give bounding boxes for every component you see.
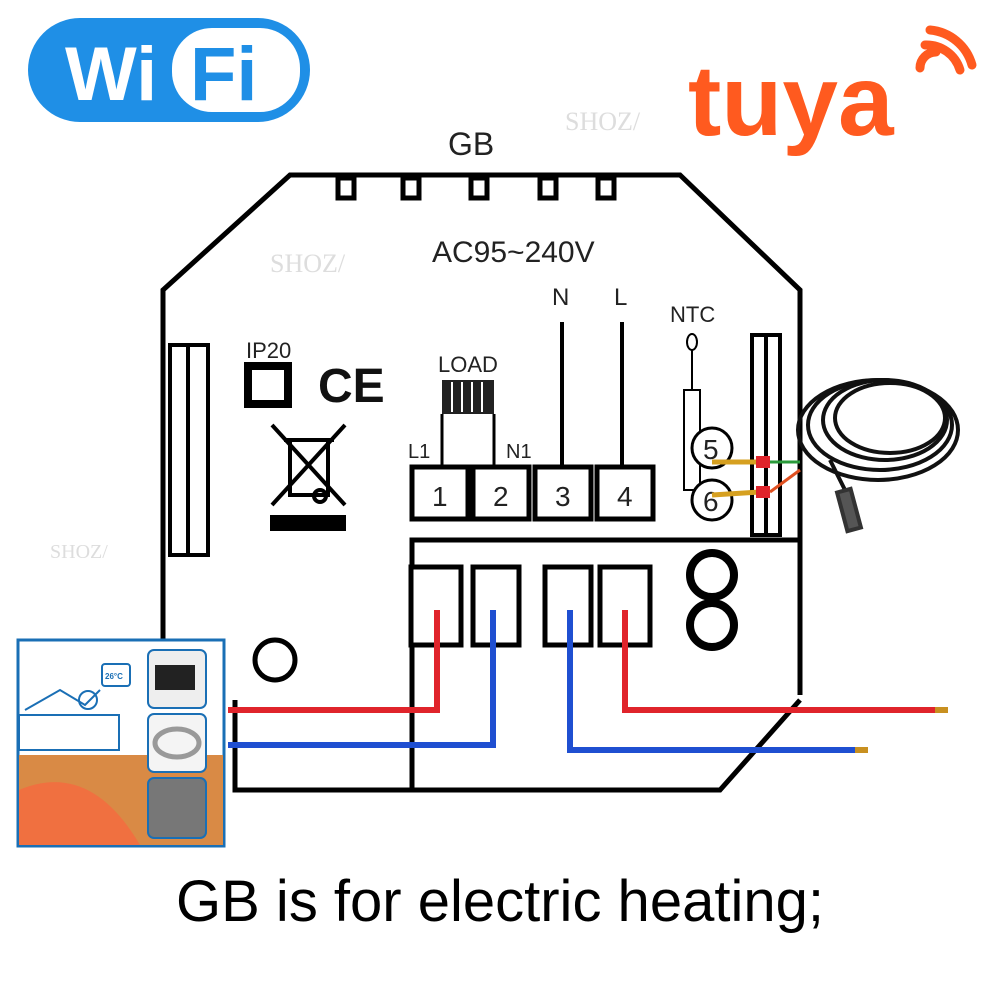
side-brackets	[168, 333, 782, 557]
caption: GB is for electric heating;	[176, 869, 824, 934]
wifi-logo-text-fi: Fi	[190, 32, 258, 117]
terminal-6-label: 6	[703, 486, 719, 517]
load-neutral-wire	[228, 610, 496, 748]
voltage-label: AC95~240V	[432, 236, 595, 269]
tuya-logo: tuya	[688, 25, 977, 157]
watermark: SHOZ/	[565, 107, 641, 136]
watermark: SHOZ/	[50, 541, 108, 563]
sensor-cable-coil	[796, 378, 960, 534]
sensor-terminal-6	[690, 478, 734, 522]
screw-hole-icon	[686, 549, 738, 601]
wifi-logo: Wi Fi	[28, 18, 310, 122]
gb-label: GB	[448, 126, 494, 162]
wifi-logo-text-wi: Wi	[65, 32, 157, 117]
sensor-terminal-5	[690, 426, 734, 470]
load-label: LOAD	[438, 352, 498, 377]
tuya-logo-text: tuya	[688, 45, 895, 157]
terminal-4-label: 4	[617, 481, 633, 512]
top-notches	[335, 175, 617, 201]
terminal-1-label: 1	[432, 481, 448, 512]
tuya-signal-icon	[915, 25, 977, 75]
n1-label: N1	[506, 441, 532, 463]
floor-heating-inset: 26°C	[16, 638, 226, 848]
l1-label: L1	[408, 441, 430, 463]
ce-mark: CE	[318, 360, 385, 413]
terminal-2-label: 2	[493, 481, 509, 512]
terminal-5-label: 5	[703, 434, 719, 465]
terminal-block	[409, 464, 656, 522]
watermark: SHOZ/	[270, 249, 346, 278]
supply-neutral-wire	[567, 610, 855, 753]
live-label: L	[614, 284, 627, 311]
power-wires	[228, 610, 948, 753]
load-coil-icon	[440, 380, 496, 468]
ntc-label: NTC	[670, 302, 715, 327]
ip-rating-label: IP20	[246, 338, 291, 363]
weee-bar-icon	[270, 515, 346, 531]
inset-thermostat-display: 26°C	[105, 672, 123, 681]
sensor-leads	[711, 456, 801, 498]
mount-hole-icon	[252, 637, 298, 683]
terminal-3-label: 3	[555, 481, 571, 512]
weee-bin-icon	[270, 423, 347, 507]
neutral-label: N	[552, 284, 569, 311]
supply-live-wire	[622, 610, 935, 713]
ntc-sensor-icon	[683, 333, 701, 491]
screw-hole-icon	[686, 599, 738, 651]
double-insulation-icon	[244, 362, 292, 408]
lower-slots	[408, 564, 653, 648]
load-live-wire	[228, 610, 440, 713]
